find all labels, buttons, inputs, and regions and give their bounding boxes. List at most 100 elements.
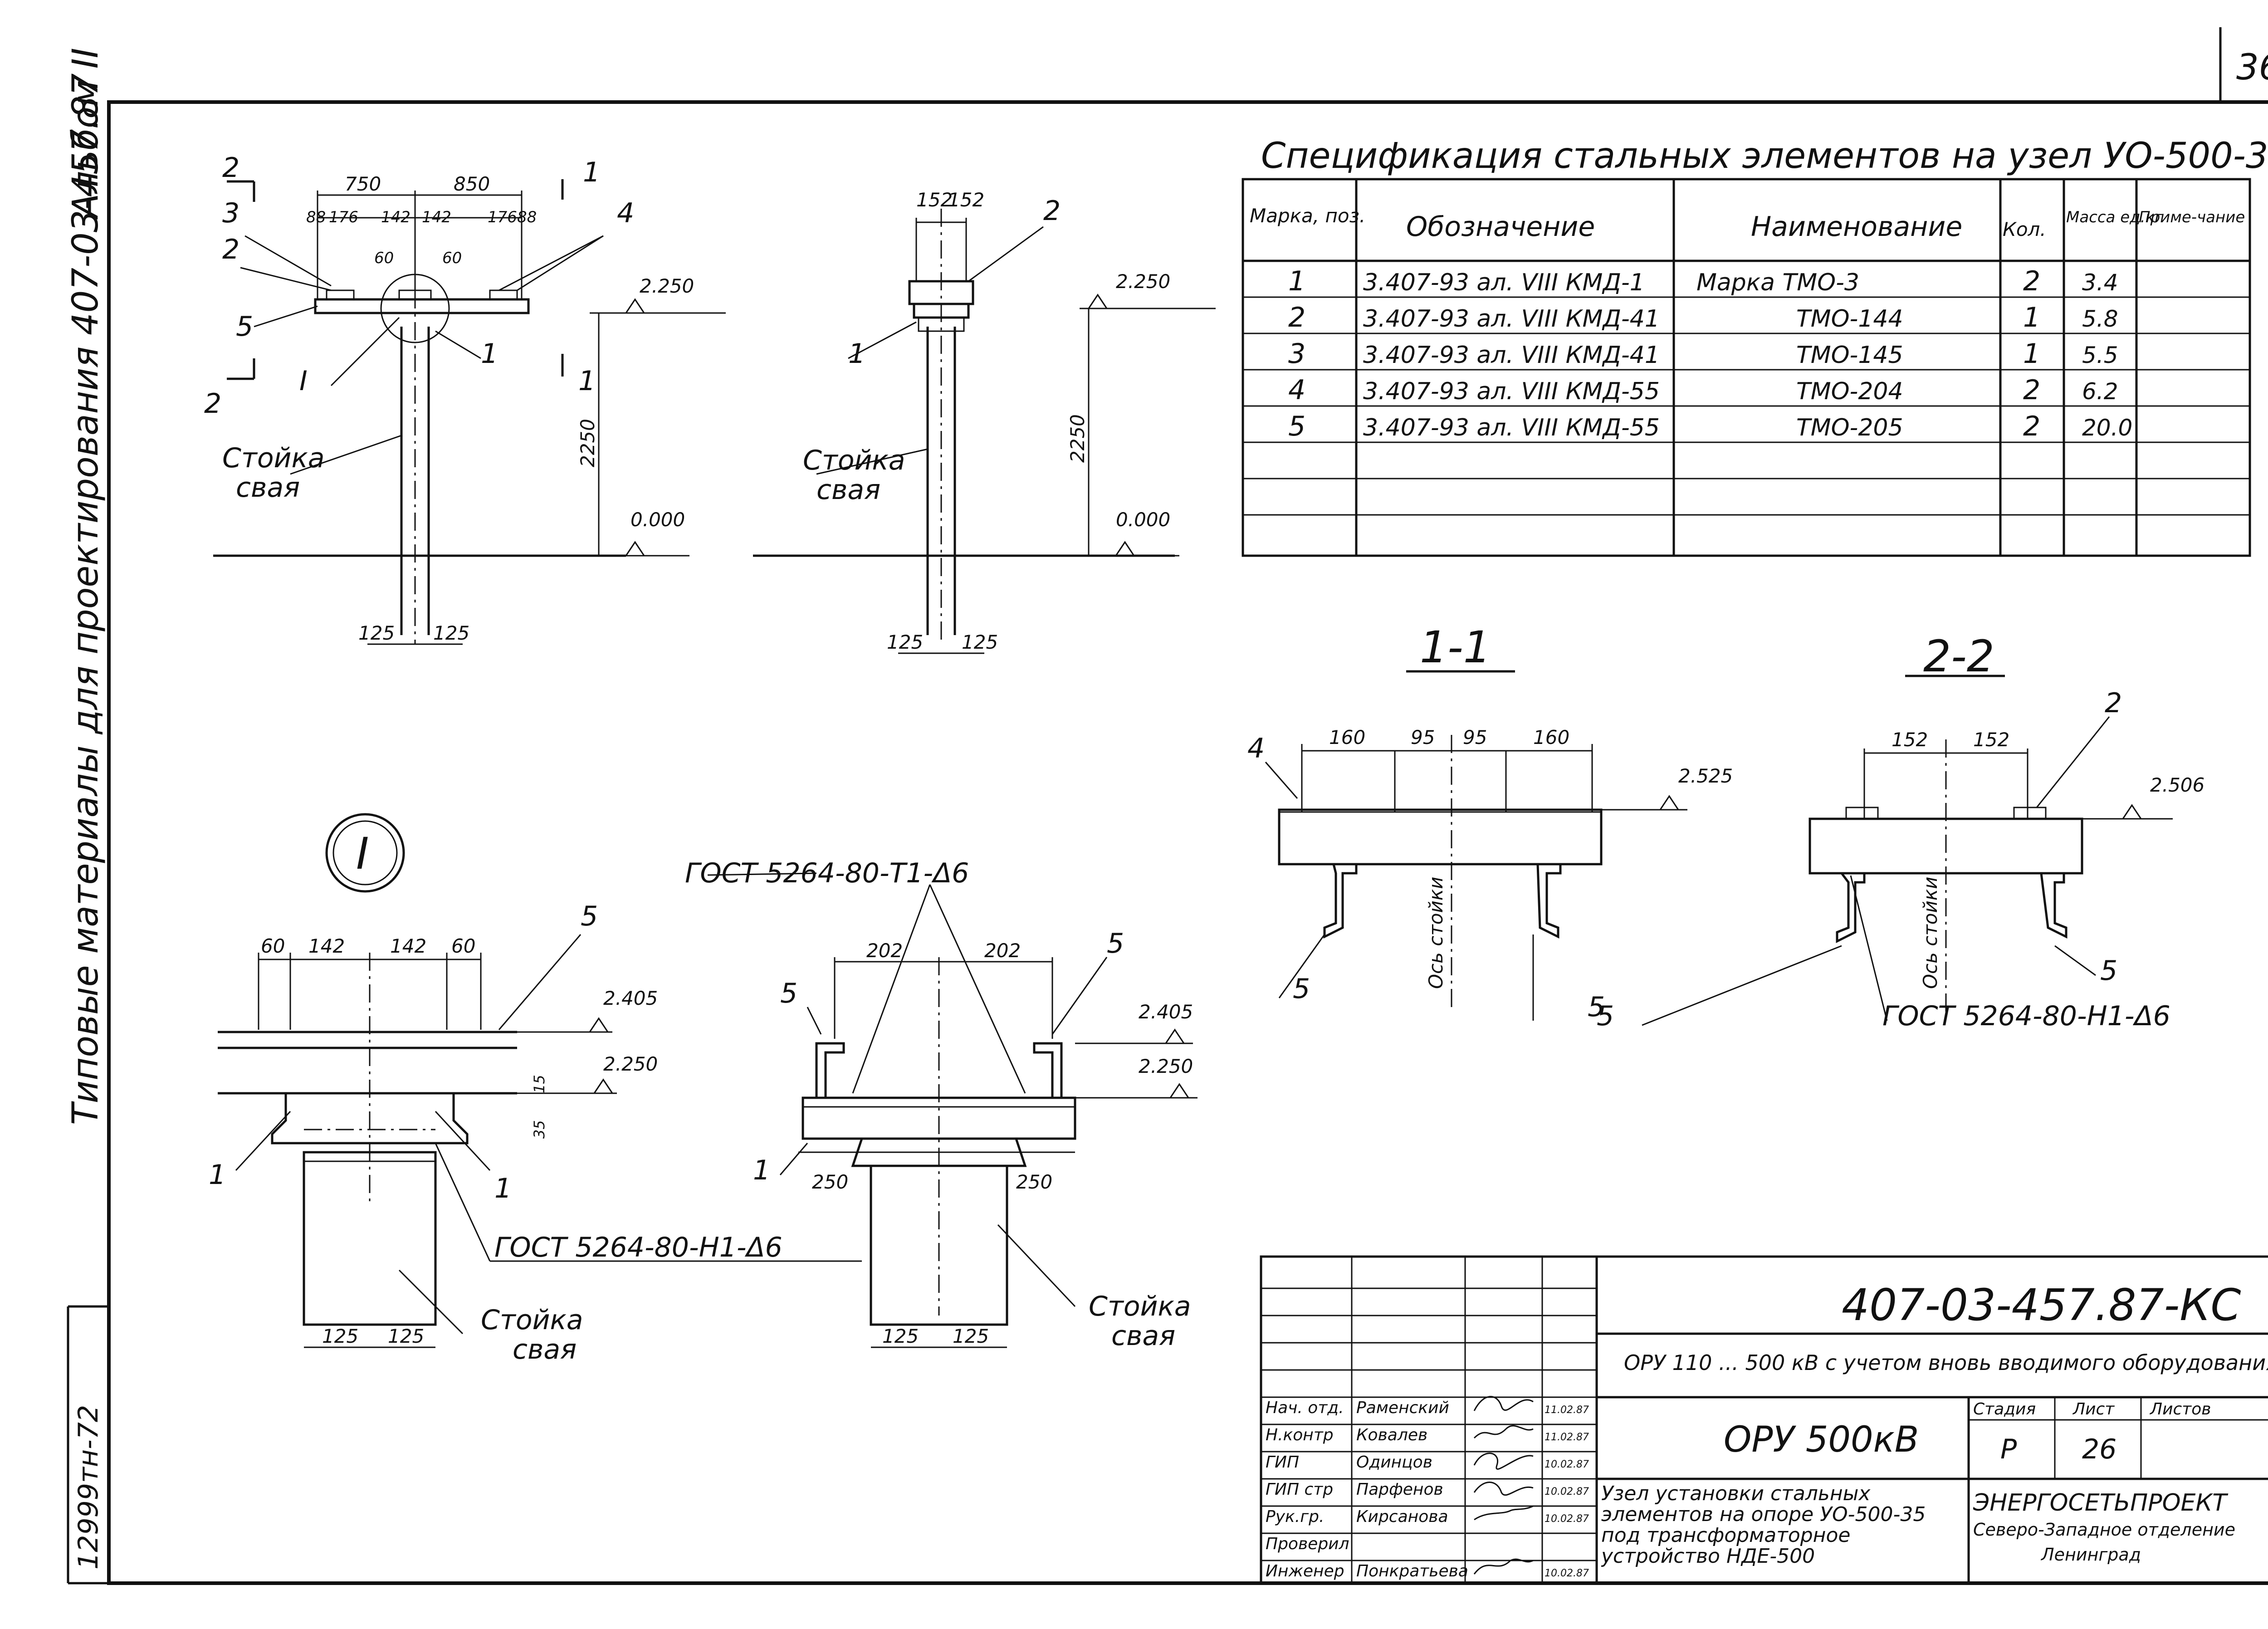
dim: 60 — [451, 935, 475, 957]
callout: 5 — [1588, 991, 1605, 1023]
pile-label: свая — [236, 472, 300, 504]
svg-text:3.407-93 ал. VIII КМД-1: 3.407-93 ал. VIII КМД-1 — [1363, 269, 1645, 296]
dim: 60 — [374, 249, 394, 267]
elevation-label: 2.250 — [1116, 270, 1170, 293]
stage-value: Р — [2000, 1433, 2017, 1465]
dim: 125 — [358, 622, 395, 644]
callout: 1 — [209, 1159, 226, 1191]
spec-header-name: Наименование — [1751, 211, 1962, 243]
svg-text:ГИП: ГИП — [1266, 1453, 1299, 1472]
svg-text:5.8: 5.8 — [2082, 306, 2118, 332]
spec-header-mass: Масса ед.кг — [2066, 208, 2163, 226]
dim: 750 — [345, 173, 381, 195]
weld-note: ГОСТ 5264-80-Н1-Δ6 — [494, 1232, 782, 1263]
section-1-1 — [1265, 670, 1687, 1021]
svg-text:10.02.87: 10.02.87 — [1545, 1486, 1589, 1497]
side-view — [753, 209, 1216, 654]
svg-text:ТМО-145: ТМО-145 — [1796, 342, 1903, 369]
dim: 125 — [322, 1325, 358, 1347]
callout: 3 — [222, 197, 240, 229]
dim: 125 — [388, 1325, 424, 1347]
spec-header-qty: Кол. — [2003, 218, 2046, 240]
callout: 2 — [1043, 195, 1061, 227]
staff-row: Рук.гр. Кирсанова 10.02.87 — [1266, 1507, 1589, 1526]
dim: 88 — [517, 208, 537, 226]
post-label: Стойка — [1089, 1291, 1191, 1322]
dim: 152 — [948, 189, 984, 211]
svg-text:3.407-93 ал. VIII КМД-41: 3.407-93 ал. VIII КМД-41 — [1363, 305, 1660, 333]
dim: 202 — [866, 939, 903, 962]
svg-text:ТМО-144: ТМО-144 — [1796, 305, 1903, 333]
staff-row: Инженер Понкратьева 10.02.87 — [1266, 1562, 1589, 1580]
svg-text:ГИП стр: ГИП стр — [1266, 1480, 1333, 1499]
sheet-value: 26 — [2082, 1433, 2116, 1465]
svg-text:1: 1 — [2023, 338, 2040, 370]
svg-text:10.02.87: 10.02.87 — [1545, 1568, 1589, 1579]
section-2-2 — [1642, 675, 2173, 1026]
spec-header-designation: Обозначение — [1406, 211, 1595, 243]
elevation-label: 2.250 — [603, 1053, 658, 1075]
spec-title: Спецификация стальных элементов на узел … — [1261, 136, 2268, 176]
object-title: ОРУ 500кВ — [1724, 1419, 1919, 1460]
svg-text:2: 2 — [1288, 302, 1305, 333]
svg-text:11.02.87: 11.02.87 — [1545, 1432, 1589, 1443]
side-title: Типовые материалы для проектирования 407… — [65, 73, 106, 1125]
svg-text:3: 3 — [1288, 338, 1305, 370]
dim: 95 — [1411, 726, 1435, 748]
dim: 152 — [916, 189, 953, 211]
svg-text:Раменский: Раменский — [1356, 1399, 1449, 1417]
section-mark: 2 — [204, 388, 221, 420]
page-number: 36 — [2236, 47, 2268, 88]
post-label: Стойка — [222, 442, 325, 474]
svg-text:3.407-93 ал. VIII КМД-55: 3.407-93 ал. VIII КМД-55 — [1363, 378, 1660, 405]
svg-text:2: 2 — [2023, 374, 2040, 406]
axis-label: Ось стойки — [1425, 877, 1447, 989]
svg-text:Н.контр: Н.контр — [1266, 1426, 1334, 1444]
svg-text:Нач. отд.: Нач. отд. — [1266, 1399, 1344, 1417]
svg-text:Кирсанова: Кирсанова — [1356, 1507, 1448, 1526]
svg-text:10.02.87: 10.02.87 — [1545, 1459, 1589, 1470]
dim: 176 — [488, 208, 517, 226]
svg-text:Инженер: Инженер — [1266, 1562, 1344, 1580]
svg-text:1: 1 — [2023, 302, 2040, 333]
pile-label: свая — [816, 474, 880, 506]
sheet-header: Лист — [2072, 1400, 2115, 1419]
svg-text:2: 2 — [2023, 411, 2040, 442]
callout: 5 — [1597, 1000, 1614, 1032]
dim: 125 — [882, 1325, 919, 1347]
weld-note: ГОСТ 5264-80-Т1-Δ6 — [685, 857, 969, 889]
dim: 250 — [812, 1171, 848, 1193]
callout: 1 — [494, 1173, 512, 1204]
staff-row: Нач. отд. Раменский 11.02.87 — [1266, 1399, 1589, 1417]
callout: 1 — [848, 338, 865, 370]
spec-row: 3 3.407-93 ал. VIII КМД-41 ТМО-145 1 5.5 — [1288, 338, 2118, 370]
detail-mark: I — [356, 828, 369, 879]
dim: 160 — [1533, 726, 1569, 748]
callout: 2 — [222, 234, 240, 265]
callout: 5 — [780, 978, 797, 1009]
svg-text:Понкратьева: Понкратьева — [1356, 1562, 1468, 1580]
dim: 250 — [1016, 1171, 1052, 1193]
dim: 125 — [953, 1325, 989, 1347]
section-mark: 2 — [222, 152, 240, 184]
elevation-label: 2.506 — [2150, 774, 2204, 796]
staff-row: ГИП стр Парфенов 10.02.87 — [1266, 1480, 1589, 1499]
callout: 1 — [753, 1154, 770, 1186]
dim: 160 — [1329, 726, 1365, 748]
dim: 176 — [329, 208, 358, 226]
callout: 5 — [1293, 973, 1310, 1005]
pile-label: свая — [1111, 1320, 1175, 1352]
section-title: 2-2 — [1923, 631, 1994, 682]
dim: 142 — [308, 935, 345, 957]
dim: 15 — [531, 1075, 548, 1093]
callout: 4 — [1247, 733, 1265, 764]
svg-text:11.02.87: 11.02.87 — [1545, 1404, 1589, 1416]
spec-row: 5 3.407-93 ал. VIII КМД-55 ТМО-205 2 20.… — [1288, 411, 2132, 442]
pile-label: свая — [513, 1334, 577, 1365]
callout: 1 — [481, 338, 498, 370]
dim: 88 — [306, 208, 326, 226]
svg-text:5: 5 — [1288, 411, 1305, 442]
callout: I — [299, 365, 308, 397]
spec-row: 4 3.407-93 ал. VIII КМД-55 ТМО-204 2 6.2 — [1288, 374, 2118, 406]
